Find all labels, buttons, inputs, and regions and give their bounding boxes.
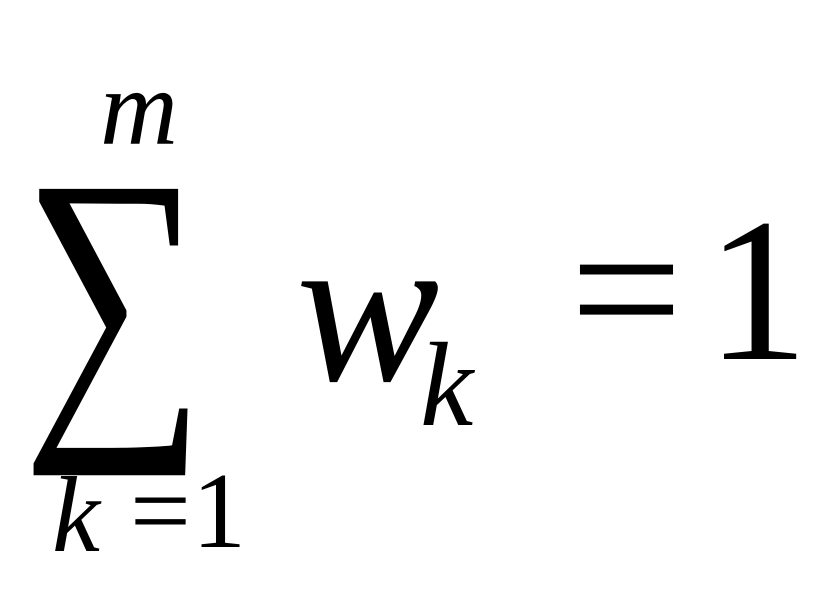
summation-symbol: ∑ — [22, 112, 206, 477]
term-subscript: k — [420, 318, 474, 451]
lower-limit-equals: = — [130, 452, 191, 571]
equals-sign: = — [570, 179, 683, 400]
lower-limit-value: 1 — [192, 452, 246, 571]
lower-limit-variable: k — [52, 456, 100, 575]
upper-limit: m — [100, 49, 178, 168]
right-hand-side: 1 — [706, 177, 809, 404]
term-base: w — [296, 188, 440, 427]
